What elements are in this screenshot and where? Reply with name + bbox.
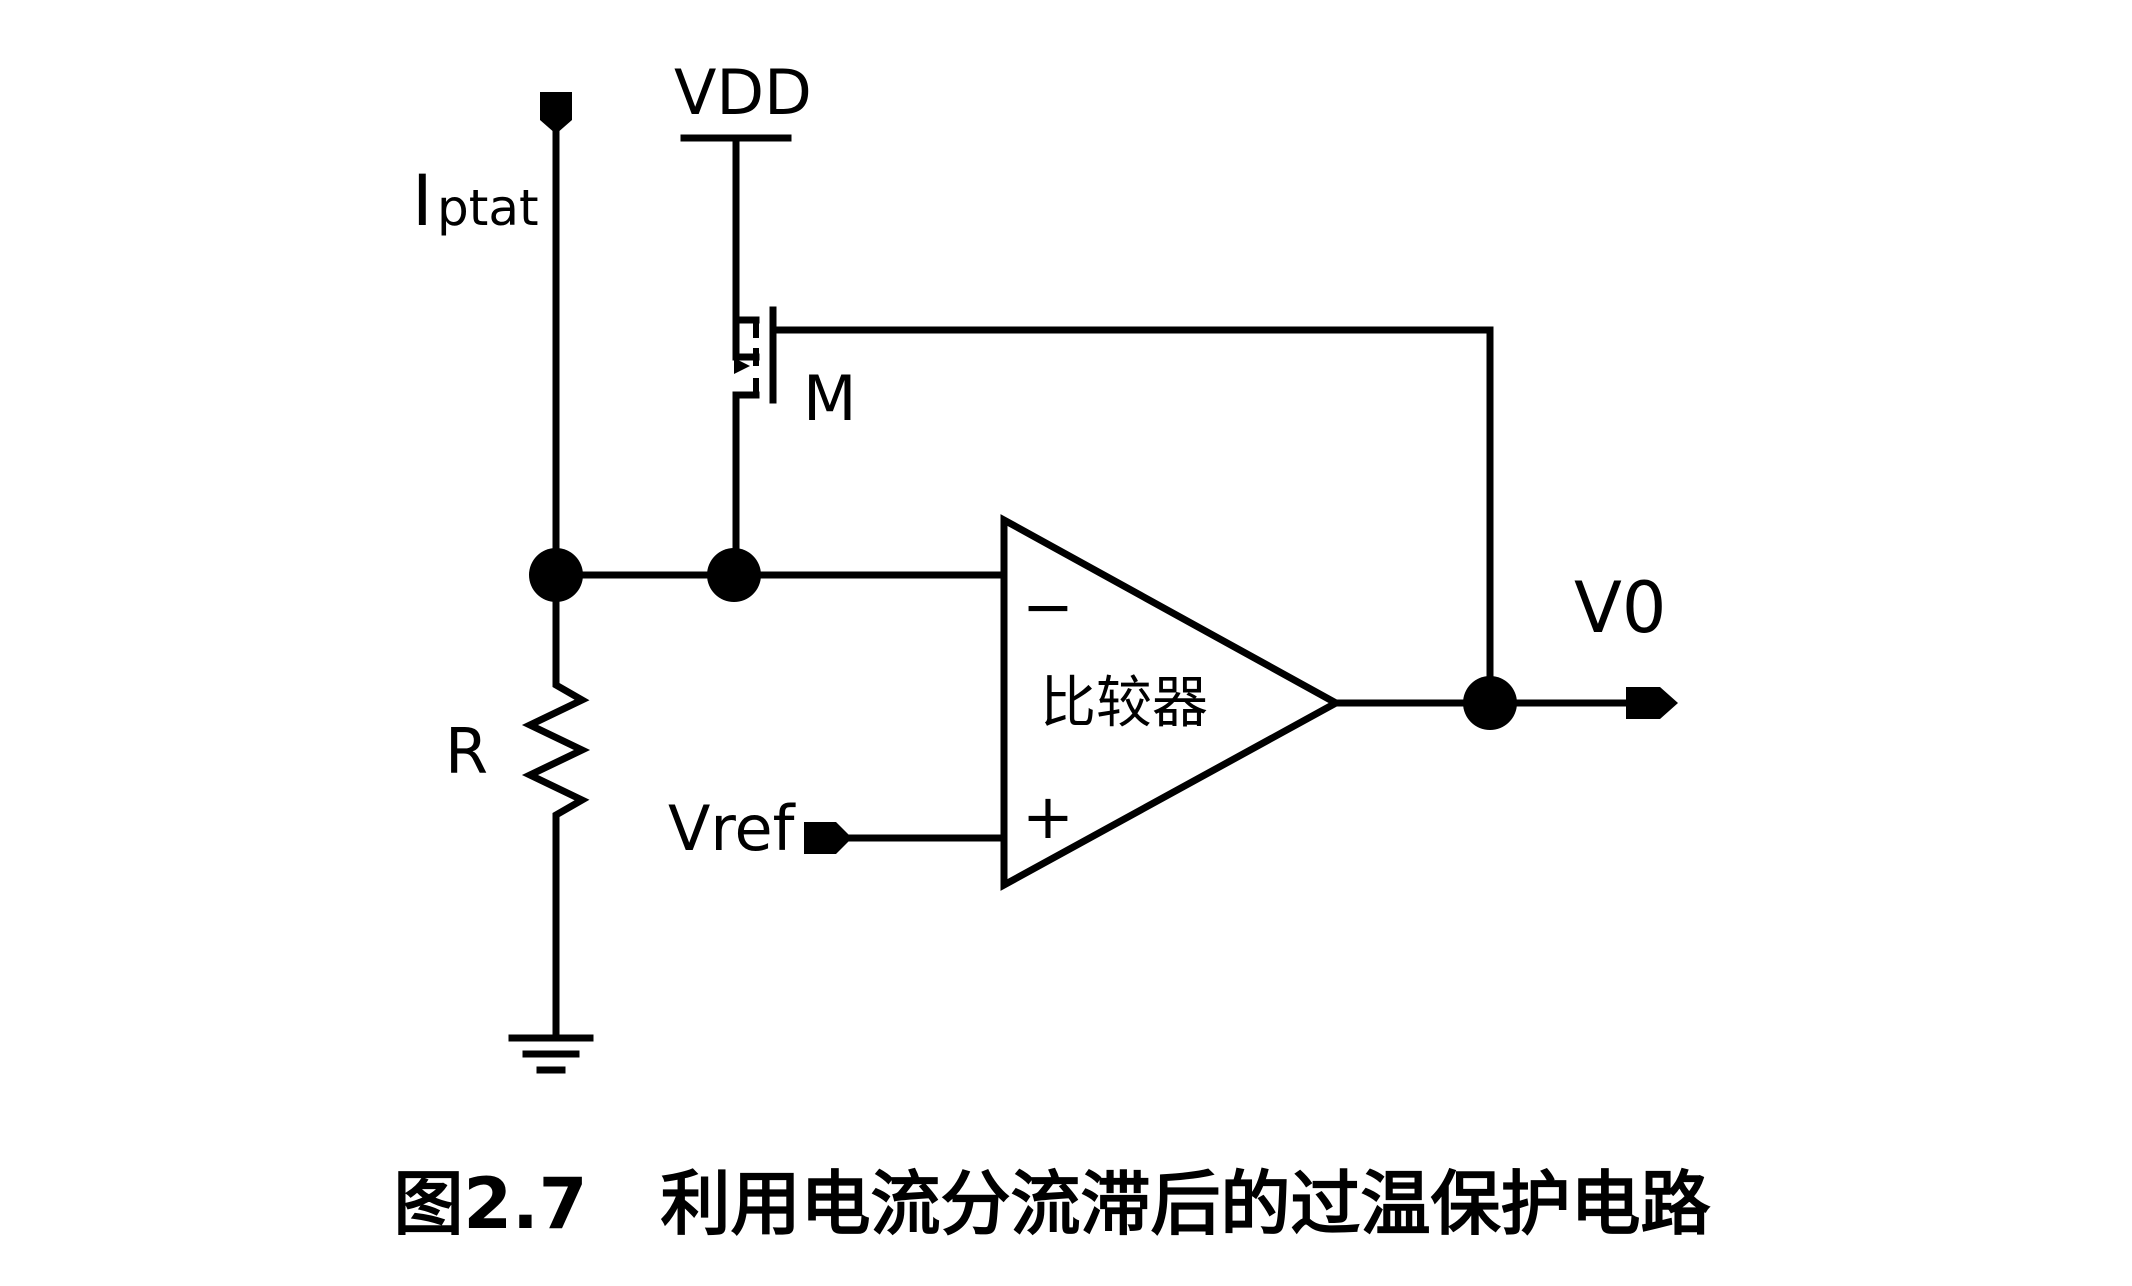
figure-caption: 图2.7 利用电流分流滞后的过温保护电路 bbox=[393, 1163, 1711, 1245]
resistor-label: R bbox=[445, 715, 488, 788]
vref-terminal bbox=[804, 822, 852, 854]
iptat-label-sub: ptat bbox=[437, 179, 539, 237]
iptat-terminal bbox=[540, 92, 572, 134]
node-output bbox=[1463, 676, 1517, 730]
vref-label: Vref bbox=[668, 792, 797, 865]
comparator bbox=[1000, 514, 1344, 891]
resistor bbox=[521, 571, 591, 1042]
transistor-label: M bbox=[803, 362, 857, 435]
iptat-label: I bbox=[412, 160, 433, 242]
output-terminal bbox=[1626, 687, 1678, 719]
comparator-label: 比较器 bbox=[1040, 671, 1208, 736]
plus-sign: + bbox=[1022, 780, 1074, 853]
vdd-label: VDD bbox=[674, 56, 812, 129]
output-label: V0 bbox=[1574, 567, 1666, 649]
node-transistor-drain bbox=[707, 548, 761, 602]
minus-sign: − bbox=[1022, 570, 1074, 643]
ground-symbol bbox=[508, 1034, 594, 1074]
